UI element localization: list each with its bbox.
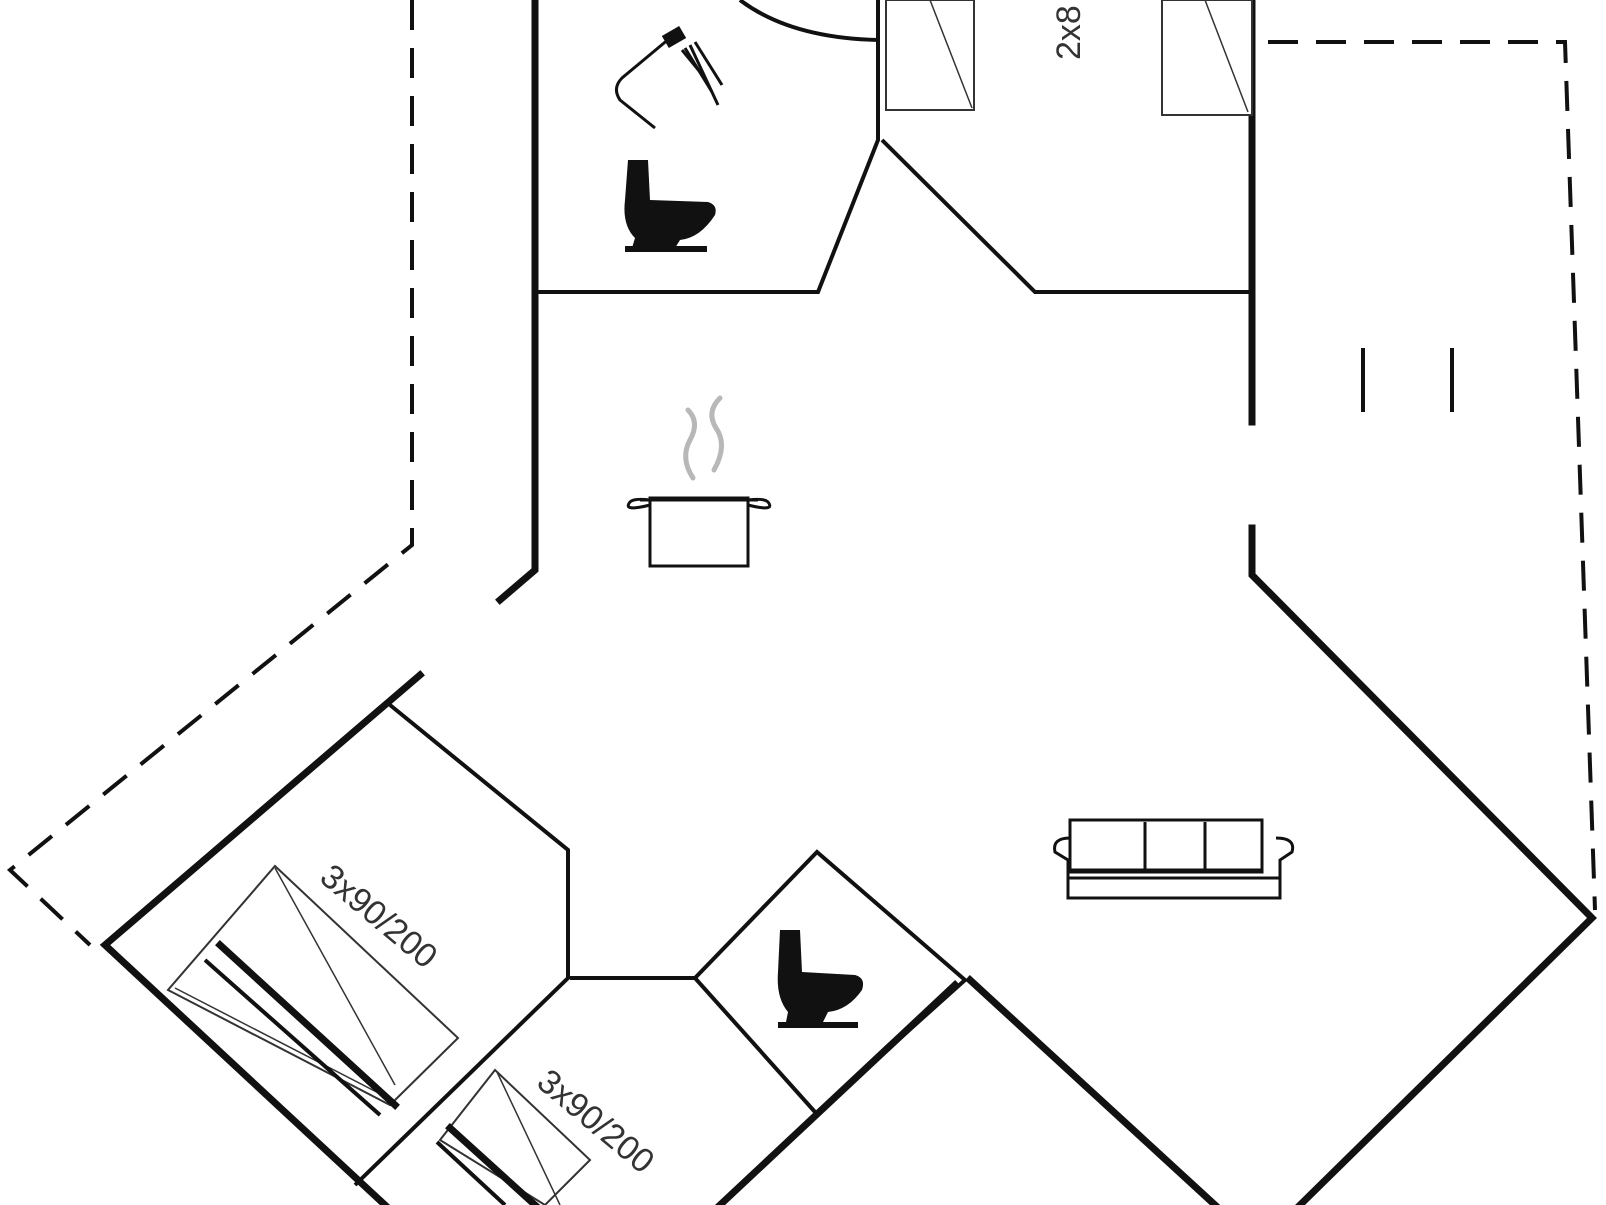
- toilet-icon-upper: [624, 160, 716, 252]
- wall-corridor: [570, 976, 817, 1114]
- walls: [99, 0, 1597, 1205]
- wall-left-wing: [99, 670, 425, 1205]
- wall-bedroom-top-bottom: [880, 138, 1250, 294]
- wall-bedroom-left-partition: [353, 703, 570, 1187]
- wall-right-lower: [1248, 524, 1597, 1205]
- terrace-left-outline: [6, 0, 414, 947]
- door-swing-arc: [738, 0, 879, 42]
- toilet-icon-lower: [777, 930, 864, 1028]
- wall-bedroom-lower-right: [965, 975, 1220, 1205]
- bed-top-left: [885, 0, 975, 111]
- bed-divider-bottom-2: [435, 1140, 507, 1205]
- bed-top-label: 2x8: [1050, 5, 1088, 60]
- terrace-outline: [6, 0, 1597, 947]
- sofa-icon: [1053, 818, 1295, 900]
- bed-bottom-wing: [435, 1068, 592, 1205]
- shower-icon: [615, 25, 724, 130]
- bed-divider-left: [215, 940, 400, 1110]
- wall-bedroom-lower-left: [715, 980, 960, 1205]
- wall-left: [495, 0, 539, 605]
- cooking-pot-icon: [626, 395, 772, 568]
- bed-divider-bottom: [445, 1123, 540, 1205]
- bed-divider-left-2: [203, 958, 382, 1117]
- bed-left-wing: [166, 864, 460, 1117]
- terrace-right-outline: [1268, 40, 1597, 911]
- bed-top-right: [1161, 0, 1253, 116]
- wall-bathroom-bottom: [538, 0, 880, 294]
